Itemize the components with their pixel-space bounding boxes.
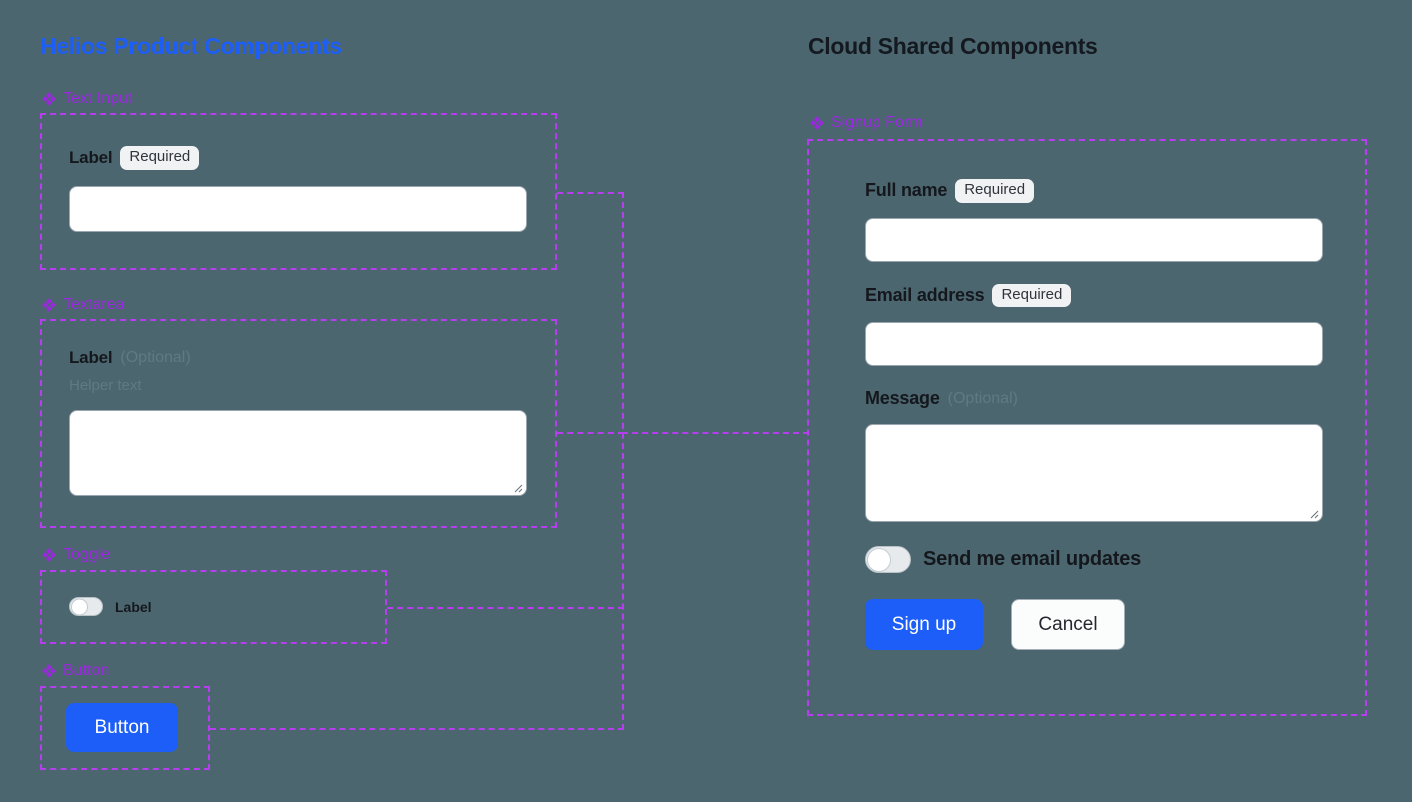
textarea-label-row: Label (Optional) [69,348,528,368]
cancel-button[interactable]: Cancel [1011,599,1125,650]
field-label: Full name [865,180,948,201]
message-wrapper [865,424,1323,522]
connector-trunk [622,192,624,730]
optional-tag: (Optional) [120,349,191,366]
page-title-left: Helios Product Components [40,33,342,59]
required-badge: Required [955,179,1035,203]
card-toggle: Label [40,570,387,644]
full-name-input[interactable] [865,217,1323,262]
email-updates-switch[interactable] [865,546,911,573]
text-input-label-row: Label Required [69,146,528,170]
full-name-label-row: Full name Required [865,179,1323,203]
field-label: Label [69,348,113,367]
section-title: Signup Form [831,114,923,131]
toggle-row[interactable]: Label [69,597,152,616]
connector-textarea [557,432,624,434]
field-label: Label [69,147,113,167]
toggle-knob [867,547,891,572]
section-header-button: Button [42,662,109,680]
email-label-row: Email address Required [865,283,1323,307]
section-title: Button [63,662,110,679]
section-title: Textarea [63,296,125,313]
card-signup-form: Full name Required Email address Require… [807,139,1367,716]
textarea-wrapper [69,410,527,496]
diamond-component-icon [42,92,56,106]
section-header-text-input: Text Input [42,90,132,108]
section-header-signup-form: Signup Form [810,114,923,132]
email-input[interactable] [865,322,1323,366]
field-label: Email address [865,284,985,305]
connector-to-signup-form [622,432,809,434]
sign-up-button[interactable]: Sign up [865,599,983,650]
field-label: Message [865,388,940,408]
section-title: Toggle [63,546,111,563]
text-input-field[interactable] [69,185,527,232]
optional-tag: (Optional) [947,389,1018,407]
connector-button [210,728,624,730]
section-header-toggle: Toggle [42,546,110,564]
toggle-switch[interactable] [69,597,103,616]
card-text-input: Label Required [40,113,557,270]
diamond-component-icon [42,298,56,312]
toggle-label: Label [115,598,152,615]
email-updates-label: Send me email updates [923,548,1142,570]
connector-toggle [387,607,624,609]
textarea-field[interactable] [69,410,527,496]
message-label-row: Message (Optional) [865,388,1323,409]
helper-text: Helper text [69,377,142,394]
email-updates-toggle-row[interactable]: Send me email updates [865,546,1323,573]
card-button [40,686,210,770]
diamond-component-icon [42,664,56,678]
message-textarea[interactable] [865,424,1323,522]
required-badge: Required [120,146,200,170]
form-actions: Sign up Cancel [865,599,1323,650]
diamond-component-icon [42,548,56,562]
section-title: Text Input [63,90,133,107]
connector-text-input [557,192,624,194]
toggle-knob [71,598,88,615]
card-textarea: Label (Optional) Helper text [40,319,557,528]
required-badge: Required [992,283,1072,307]
diamond-component-icon [810,116,824,130]
section-header-textarea: Textarea [42,296,124,314]
demo-button[interactable]: Button [66,703,178,752]
page-title-right: Cloud Shared Components [808,33,1098,59]
